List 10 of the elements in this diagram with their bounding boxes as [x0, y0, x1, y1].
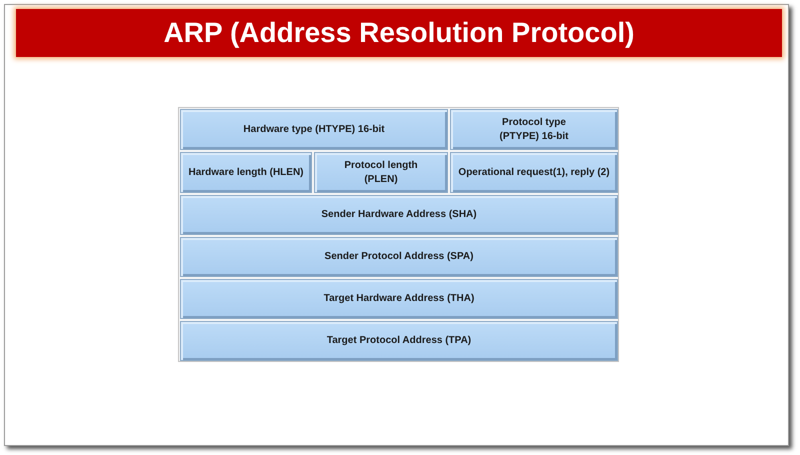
field-box: Sender Protocol Address (SPA): [180, 237, 618, 277]
field-box: Sender Hardware Address (SHA): [180, 195, 618, 235]
title: ARP (Address Resolution Protocol): [164, 17, 634, 49]
field-box: Protocol type (PTYPE) 16-bit: [450, 109, 618, 150]
field-box: Target Hardware Address (THA): [180, 279, 618, 319]
field-box: Target Protocol Address (TPA): [180, 321, 618, 361]
field-box: Hardware length (HLEN): [180, 152, 312, 193]
field-box: Protocol length (PLEN): [314, 152, 448, 193]
field-box: Operational request(1), reply (2): [450, 152, 618, 193]
field-box: Hardware type (HTYPE) 16-bit: [180, 109, 448, 150]
